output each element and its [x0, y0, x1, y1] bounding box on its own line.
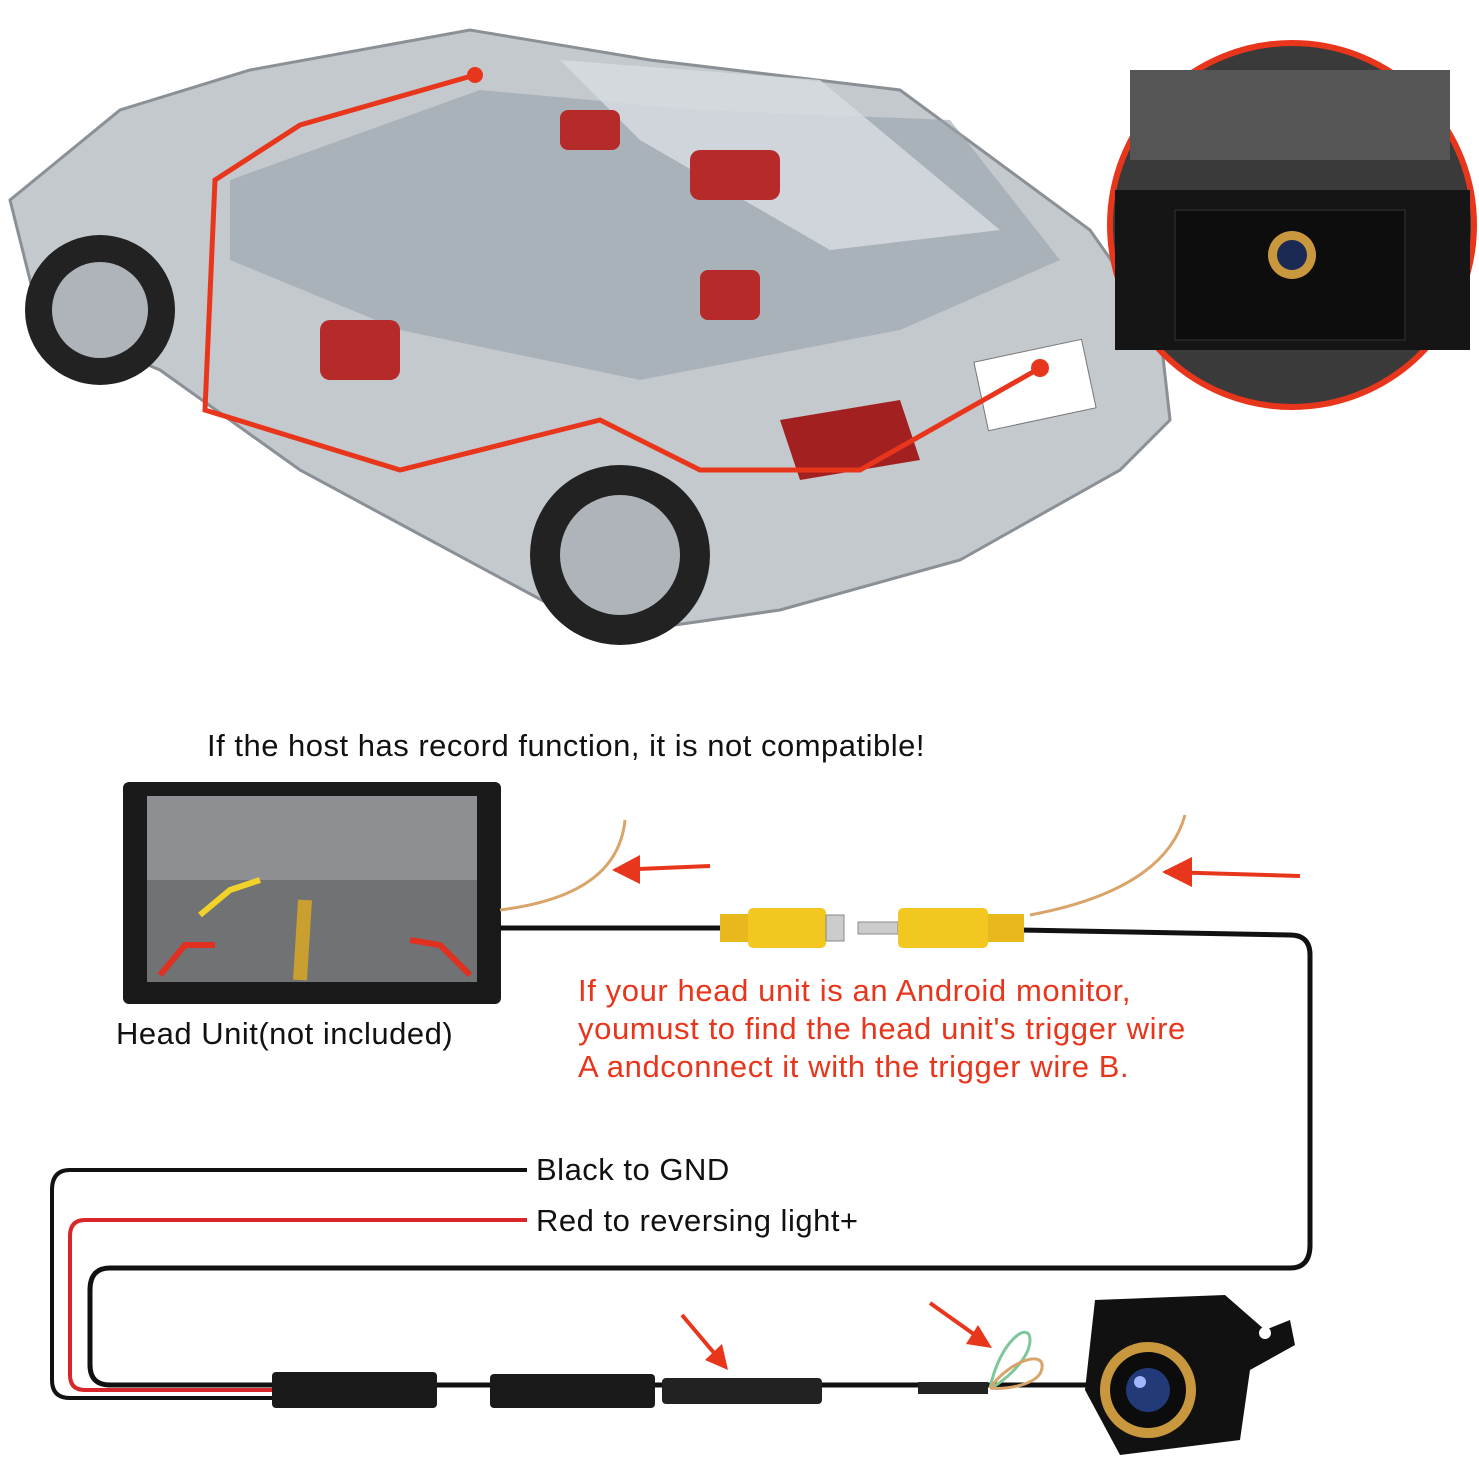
- camera-cable-route: [202, 72, 1042, 473]
- extension-connector-male: [662, 1378, 822, 1404]
- head-unit-label: Head Unit(not included): [116, 1016, 454, 1051]
- extension-connector-female: [490, 1374, 655, 1408]
- car-body: [8, 28, 1172, 632]
- guideline-loop-wires: [988, 1330, 1044, 1390]
- trigger-wire-b: [1029, 814, 1301, 917]
- head-unit-screen: [123, 782, 501, 1004]
- front-wheel: [25, 235, 175, 385]
- android-note-line: A andconnect it with the trigger wire B.: [578, 1049, 1130, 1084]
- compatibility-notice: If the host has record function, it is n…: [207, 728, 925, 763]
- video-cable: [87, 925, 1313, 1388]
- rca-female-connector: [720, 908, 845, 948]
- trigger-wire-a: [499, 819, 711, 912]
- reverse-camera: [1085, 1295, 1295, 1455]
- power-splitter: [272, 1372, 437, 1408]
- pointer-arrows: [680, 1301, 992, 1370]
- android-note-line: If your head unit is an Android monitor,: [578, 973, 1132, 1008]
- red-wire-label: Red to reversing light+: [536, 1203, 859, 1238]
- rca-male-connector: [857, 908, 1024, 948]
- camera-mount-inset: [1107, 40, 1477, 410]
- black-wire-label: Black to GND: [536, 1152, 730, 1187]
- android-note: If your head unit is an Android monitor,…: [578, 972, 1186, 1086]
- power-wires: [50, 1168, 527, 1400]
- android-note-line: youmust to find the head unit's trigger …: [578, 1011, 1186, 1046]
- car-cutaway-illustration: [8, 28, 1477, 645]
- rear-wheel: [530, 465, 710, 645]
